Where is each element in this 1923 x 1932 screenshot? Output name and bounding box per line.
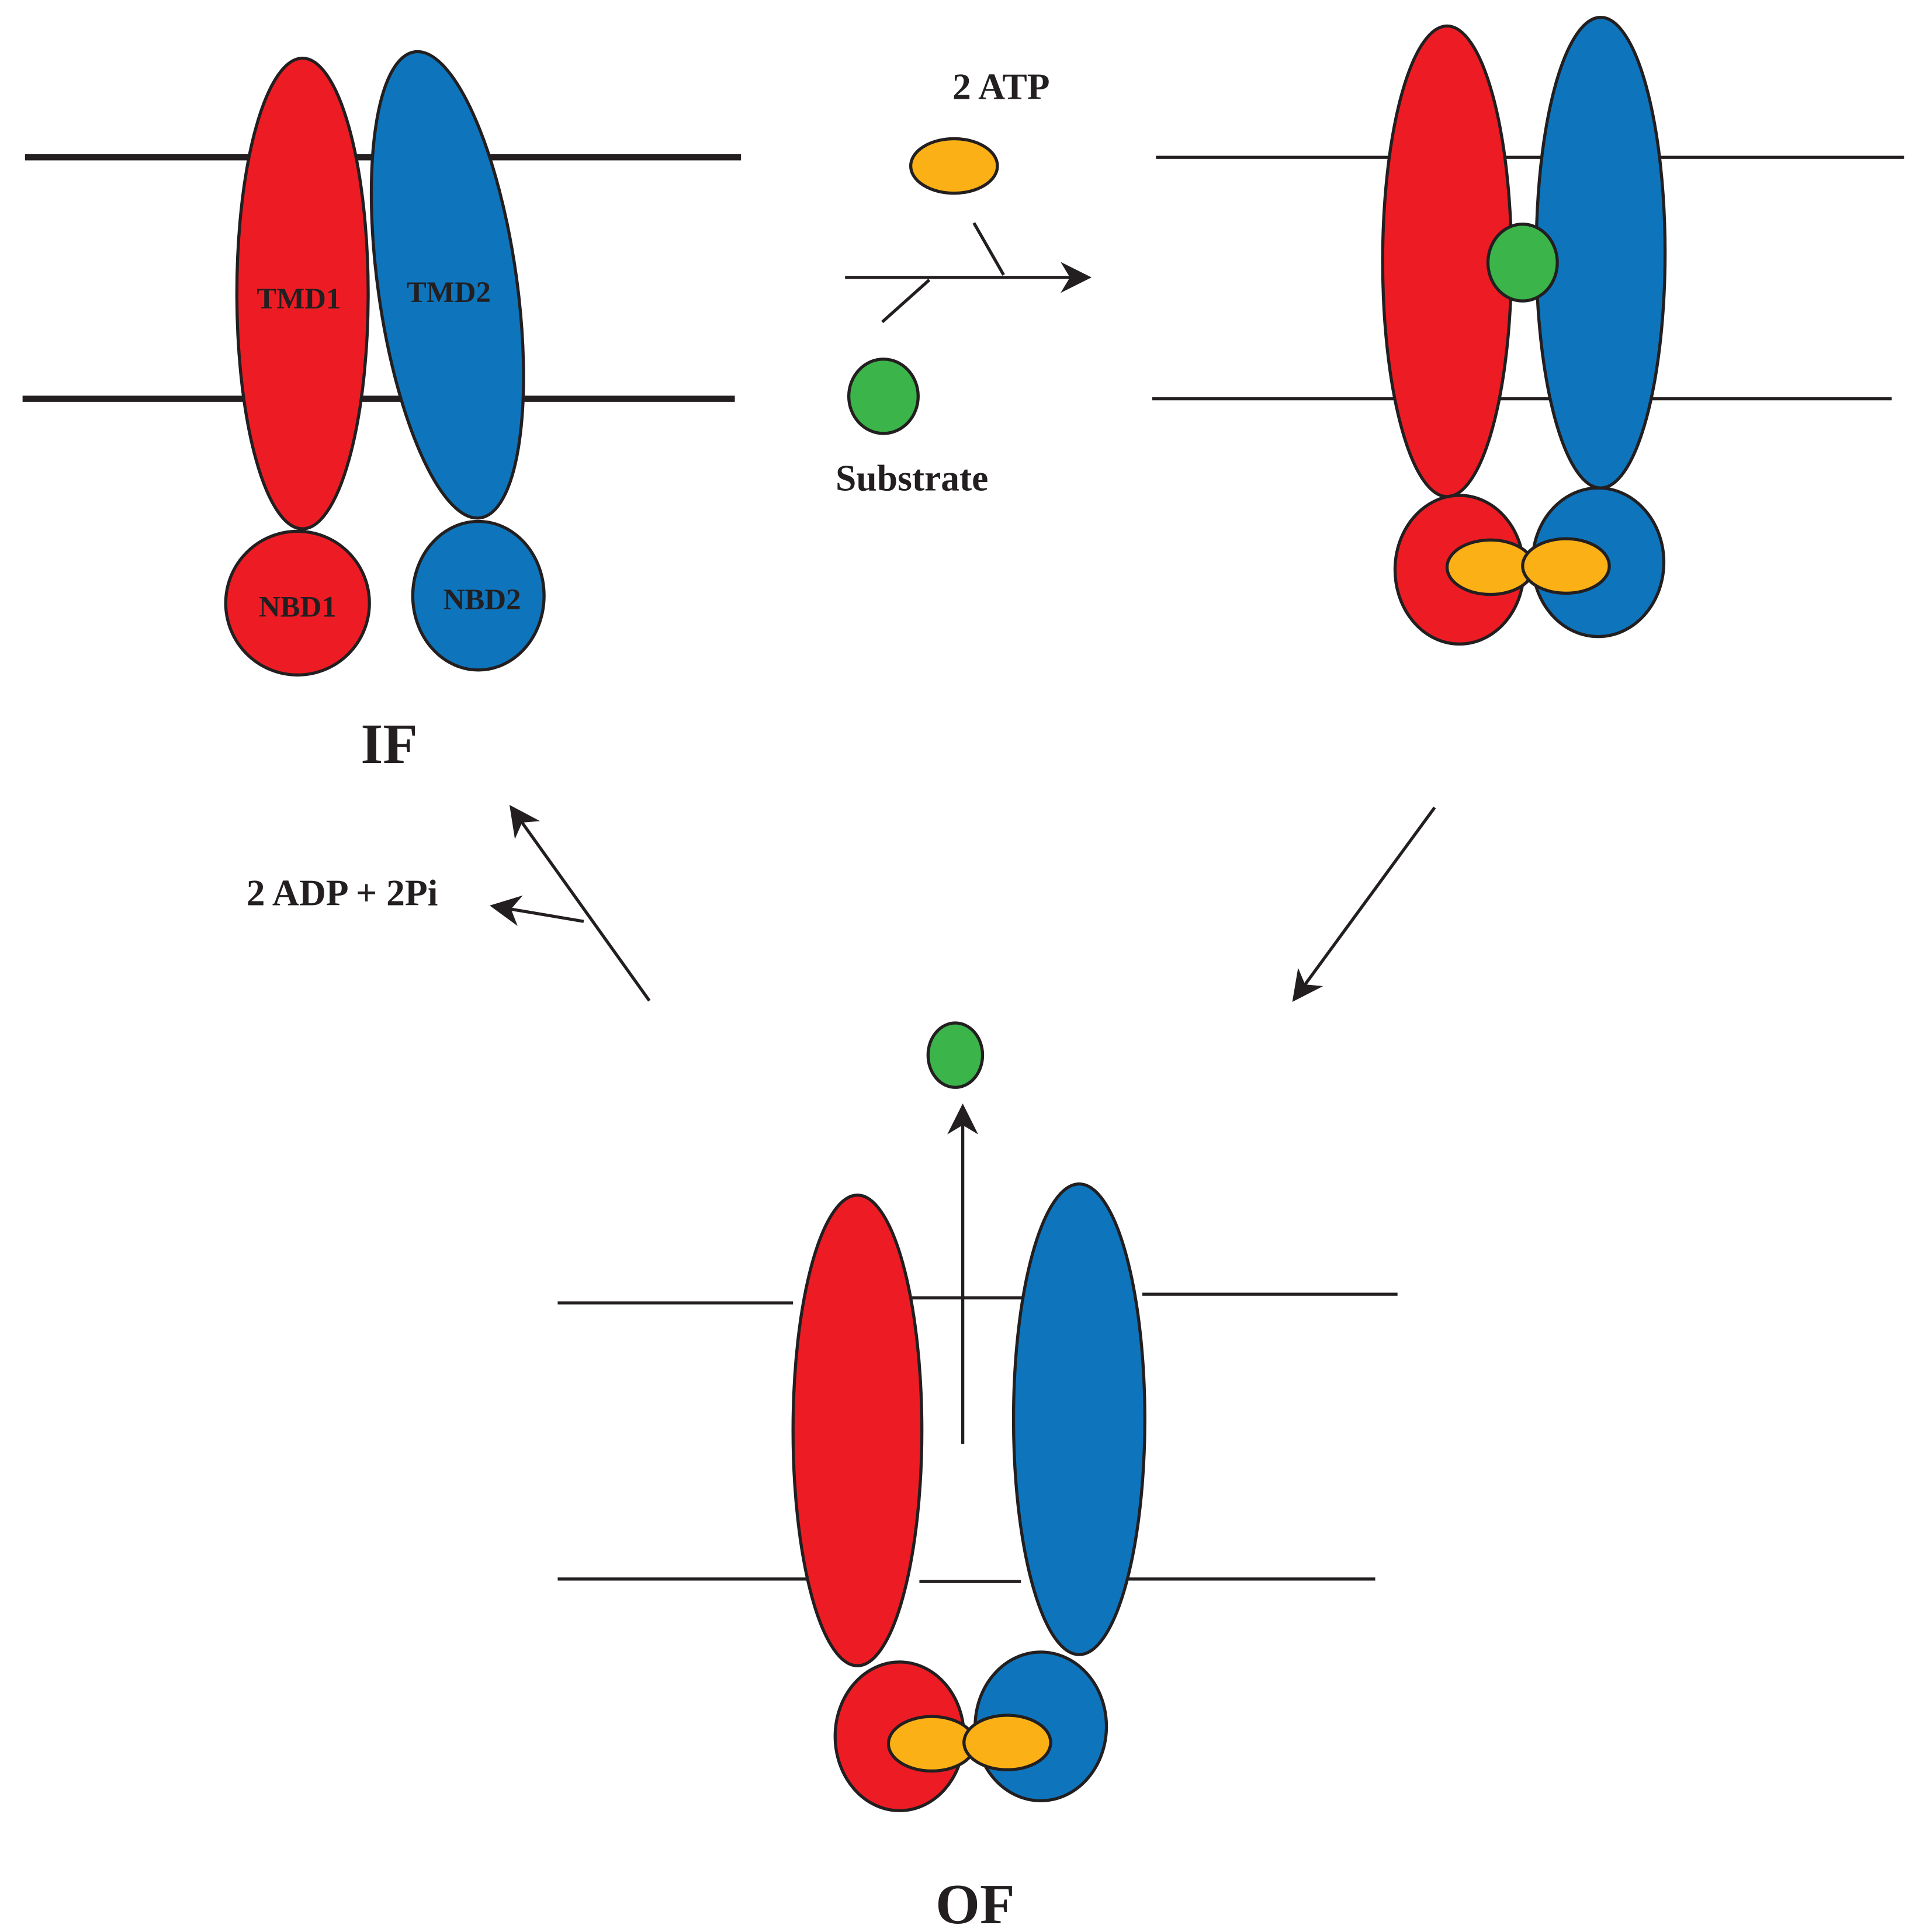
to-if-arrow <box>509 804 651 1002</box>
tmd2-label: TMD2 <box>407 276 491 309</box>
substrate-entry-line <box>881 279 931 324</box>
tmd1-label: TMD1 <box>257 283 341 315</box>
tmd2-domain <box>1011 1182 1146 1656</box>
tmd2-domain <box>369 50 525 520</box>
atp-bound-left <box>1445 538 1536 596</box>
nbd2-domain <box>411 519 546 672</box>
substrate-label: Substrate <box>836 457 988 498</box>
substrate-molecule <box>847 358 920 435</box>
nbd1-domain <box>224 529 371 677</box>
adp-label: 2 ADP + 2Pi <box>247 872 438 914</box>
substrate-bound <box>1486 223 1559 303</box>
if-state-label: IF <box>361 713 418 776</box>
nbd2-label: NBD2 <box>443 584 521 616</box>
tmd1-domain <box>791 1194 924 1667</box>
nbd1-label: NBD1 <box>259 591 337 624</box>
hydrolysis-step: 2 ADP + 2Pi <box>247 804 651 1002</box>
atp-molecule <box>909 137 999 195</box>
if-state-panel: TMD1 TMD2 NBD1 NBD2 IF <box>22 50 742 776</box>
tmd1-domain <box>235 56 370 530</box>
atp-label: 2 ATP <box>952 66 1050 107</box>
substrate-released <box>926 1021 985 1089</box>
atp-bound-left <box>886 1715 977 1773</box>
bound-state-panel <box>1152 16 1904 646</box>
adp-release-arrow <box>489 895 584 926</box>
atp-entry-line <box>972 222 1005 276</box>
of-state-label: OF <box>935 1873 1014 1932</box>
of-state-panel: OF <box>557 1021 1398 1932</box>
binding-step: 2 ATP Substrate <box>836 66 1092 498</box>
atp-bound-right <box>1521 537 1611 595</box>
to-of-arrow <box>1292 806 1436 1003</box>
atp-bound-right <box>962 1714 1052 1771</box>
